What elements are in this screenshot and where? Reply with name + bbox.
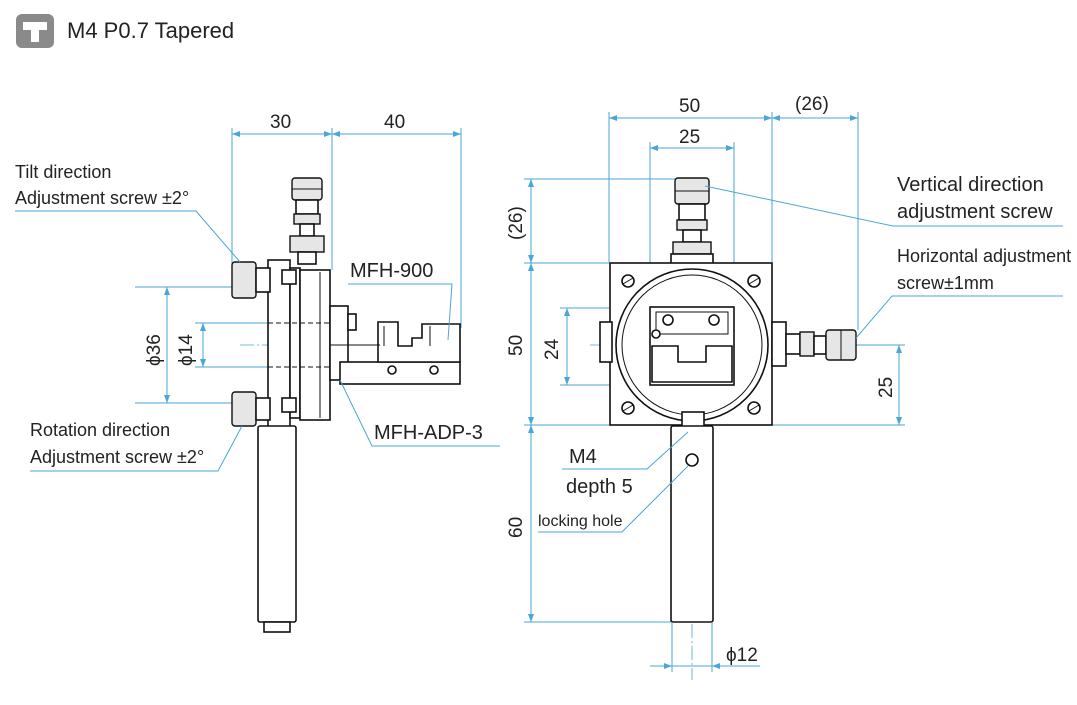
side-view: 30 40 ϕ36 ϕ14 — [15, 112, 500, 633]
dim-26-top: (26) — [795, 94, 829, 115]
rotation-label-line1: Rotation direction — [30, 420, 170, 440]
dim-25-top: 25 — [679, 127, 700, 148]
dim-30: 30 — [270, 112, 291, 133]
depth-label: depth 5 — [566, 476, 633, 498]
dim-24: 24 — [542, 338, 563, 360]
front-view: 50 (26) 25 (26) 50 60 24 25 — [506, 94, 1071, 680]
horizontal-label-line2: screw±1mm — [897, 273, 994, 293]
locking-hole-label: locking hole — [538, 513, 623, 530]
dim-40: 40 — [384, 112, 405, 133]
dim-50-top: 50 — [679, 96, 700, 117]
dia-14: ϕ14 — [176, 334, 197, 366]
dim-26-left: (26) — [506, 206, 527, 240]
dia-36: ϕ36 — [144, 334, 165, 366]
dim-25-right: 25 — [876, 377, 897, 398]
m4-label: M4 — [569, 446, 597, 468]
vertical-label-line1: Vertical direction — [897, 174, 1044, 196]
tilt-label-line1: Tilt direction — [15, 162, 111, 182]
dim-50-left: 50 — [506, 335, 527, 356]
mfh900-label: MFH-900 — [350, 260, 433, 282]
dim-60: 60 — [506, 517, 527, 538]
tapered-screw-icon — [16, 14, 54, 48]
dia-12: ϕ12 — [726, 645, 758, 666]
page-title: M4 P0.7 Tapered — [67, 18, 234, 43]
corner-screws — [621, 274, 761, 415]
horizontal-label-line1: Horizontal adjustment — [897, 246, 1071, 266]
rotation-label-line2: Adjustment screw ±2° — [30, 447, 204, 467]
vertical-label-line2: adjustment screw — [897, 201, 1053, 223]
mfhadp-label: MFH-ADP-3 — [374, 422, 483, 444]
tilt-label-line2: Adjustment screw ±2° — [15, 188, 189, 208]
